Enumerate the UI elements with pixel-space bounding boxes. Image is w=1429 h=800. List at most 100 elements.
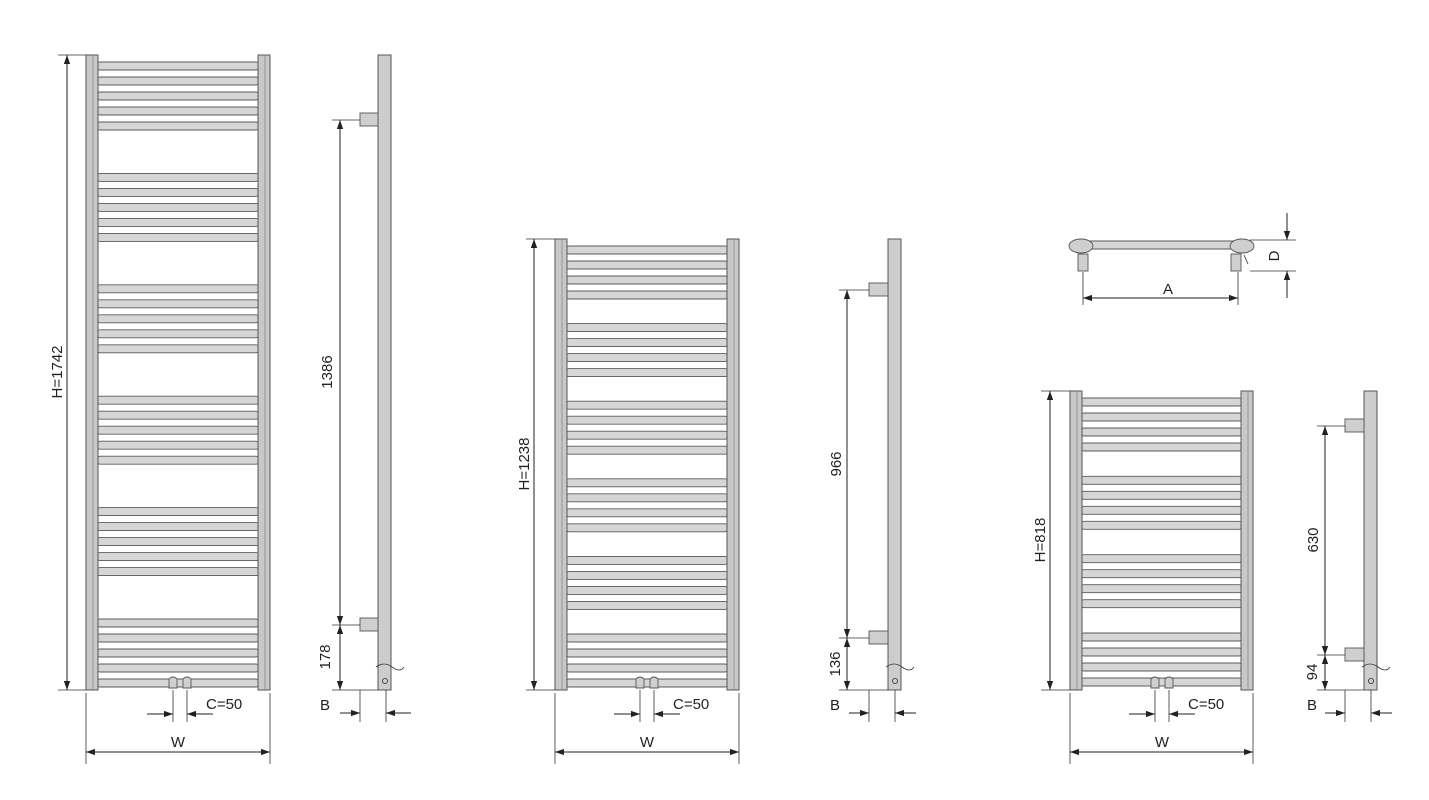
radiator-1-depth-offset-label: B bbox=[320, 697, 330, 714]
radiator-1-lower-bracket bbox=[359, 617, 379, 632]
radiator-bar bbox=[95, 395, 261, 405]
radiator-bar bbox=[95, 567, 261, 577]
radiator-1-bracket-spacing-label: 1386 bbox=[319, 355, 336, 388]
radiator-bar bbox=[95, 425, 261, 435]
radiator-bar bbox=[1079, 554, 1244, 564]
radiator-bar bbox=[1079, 599, 1244, 609]
radiator-bar bbox=[564, 260, 730, 270]
radiator-bar bbox=[564, 290, 730, 300]
radiator-bar bbox=[564, 415, 730, 425]
radiator-bar bbox=[564, 585, 730, 595]
radiator-1-front-view bbox=[85, 54, 271, 691]
radiator-1-height-label: H=1742 bbox=[49, 346, 66, 399]
radiator-bar bbox=[1079, 442, 1244, 452]
top-view: A D bbox=[1068, 213, 1296, 305]
radiator-bar bbox=[1079, 520, 1244, 530]
radiator-3-width-dimension: W bbox=[1069, 693, 1254, 764]
radiator-2-connection-label: C=50 bbox=[673, 696, 709, 713]
radiator-2: H=1238 C=50 W 966 136 bbox=[516, 238, 916, 764]
radiator-bar bbox=[95, 618, 261, 628]
radiator-3-height-dimension: H=818 bbox=[1032, 390, 1070, 691]
radiator-bar bbox=[1079, 632, 1244, 642]
radiator-2-valve-connectors bbox=[635, 676, 659, 689]
radiator-2-front-view bbox=[554, 238, 740, 691]
top-view-right-end bbox=[1229, 238, 1255, 254]
radiator-bar bbox=[564, 323, 730, 333]
radiator-2-lower-bracket bbox=[868, 630, 889, 645]
radiator-3-left-rail bbox=[1069, 390, 1083, 691]
radiator-bar bbox=[95, 121, 261, 131]
radiator-1-height-dimension: H=1742 bbox=[49, 54, 86, 691]
radiator-2-width-dimension: W bbox=[554, 693, 740, 764]
radiator-bar bbox=[95, 455, 261, 465]
radiator-bar bbox=[95, 232, 261, 242]
radiator-bar bbox=[564, 493, 730, 503]
radiator-3-valve-connectors bbox=[1150, 676, 1174, 689]
radiator-bar bbox=[564, 648, 730, 658]
radiator-3-connection-label: C=50 bbox=[1188, 696, 1224, 713]
radiator-bar bbox=[564, 570, 730, 580]
radiator-bar bbox=[95, 76, 261, 86]
top-view-left-bracket bbox=[1077, 253, 1089, 272]
radiator-bar bbox=[95, 187, 261, 197]
radiator-1-connection-label: C=50 bbox=[206, 696, 242, 713]
radiator-2-left-rail bbox=[554, 238, 568, 691]
radiator-3-width-label: W bbox=[1155, 734, 1170, 751]
radiator-1-width-label: W bbox=[171, 734, 186, 751]
radiator-bar bbox=[95, 329, 261, 339]
radiator-bar bbox=[95, 106, 261, 116]
radiator-bar bbox=[564, 353, 730, 363]
radiator-bar bbox=[95, 633, 261, 643]
radiator-1-bars bbox=[95, 61, 261, 688]
radiator-bar bbox=[1079, 412, 1244, 422]
radiator-bar bbox=[1079, 397, 1244, 407]
radiator-bar bbox=[95, 172, 261, 182]
radiator-bar bbox=[1079, 427, 1244, 437]
radiator-bar bbox=[564, 600, 730, 610]
radiator-bar bbox=[95, 663, 261, 673]
radiator-bar bbox=[1079, 647, 1244, 657]
radiator-bar bbox=[1079, 584, 1244, 594]
radiator-2-side-view: 966 136 B bbox=[827, 238, 916, 722]
radiator-3-bars bbox=[1079, 397, 1244, 687]
radiator-bar bbox=[564, 633, 730, 643]
top-view-bar bbox=[1084, 240, 1246, 250]
radiator-3-upper-bracket bbox=[1344, 418, 1365, 433]
radiator-3-bottom-offset-label: 94 bbox=[1304, 664, 1321, 681]
radiator-bar bbox=[1079, 490, 1244, 500]
radiator-bar bbox=[564, 430, 730, 440]
radiator-bar bbox=[95, 678, 261, 688]
radiator-2-height-label: H=1238 bbox=[516, 438, 533, 491]
radiator-3-bracket-spacing-label: 630 bbox=[1305, 527, 1322, 552]
top-view-left-end bbox=[1068, 238, 1094, 254]
radiator-bar bbox=[1079, 505, 1244, 515]
radiator-1-left-rail bbox=[85, 54, 99, 691]
radiator-bar bbox=[95, 217, 261, 227]
radiator-bar bbox=[95, 522, 261, 532]
radiator-3-depth-offset-label: B bbox=[1307, 697, 1317, 714]
radiator-1-side-view: 1386 178 B bbox=[317, 54, 411, 722]
top-view-width-label: A bbox=[1163, 281, 1173, 298]
radiator-bar bbox=[564, 275, 730, 285]
radiator-bar bbox=[564, 245, 730, 255]
radiator-3-right-rail bbox=[1240, 390, 1254, 691]
radiator-2-connection-dimension: C=50 bbox=[614, 690, 709, 722]
radiator-bar bbox=[564, 400, 730, 410]
radiator-1-width-dimension: W bbox=[85, 693, 271, 764]
top-view-right-bracket bbox=[1230, 253, 1242, 272]
radiator-1-bottom-offset-label: 178 bbox=[317, 644, 334, 669]
radiator-1-connection-dimension: C=50 bbox=[147, 690, 242, 722]
radiator-3: H=818 C=50 W 630 94 bbox=[1032, 390, 1392, 764]
radiator-1-right-rail bbox=[257, 54, 271, 691]
radiator-bar bbox=[95, 537, 261, 547]
radiator-2-bracket-spacing-label: 966 bbox=[828, 451, 845, 476]
radiator-bar bbox=[95, 344, 261, 354]
radiator-bar bbox=[95, 648, 261, 658]
radiator-1-valve-connectors bbox=[168, 676, 192, 689]
radiator-2-height-dimension: H=1238 bbox=[516, 238, 555, 691]
radiator-bar bbox=[95, 507, 261, 517]
radiator-bar bbox=[564, 678, 730, 688]
radiator-1-upper-bracket bbox=[359, 112, 379, 127]
radiator-bar bbox=[95, 284, 261, 294]
